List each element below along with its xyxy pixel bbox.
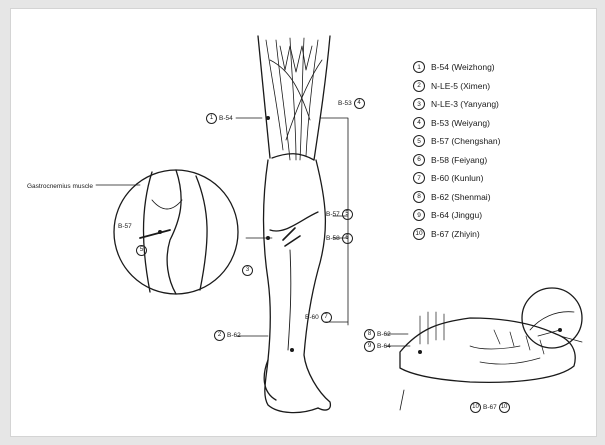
calf-outline-right [304,160,330,410]
legend-text: B-67 (Zhiyin) [431,229,480,239]
legend-item: 7 B-60 (Kunlun) [413,169,593,188]
inset-leg-3 [196,176,207,290]
legend-text: B-58 (Feiyang) [431,155,487,165]
pointer-bracket [320,118,348,325]
legend-text: B-62 (Shenmai) [431,192,491,202]
legend-number: 5 [413,135,425,147]
label-inset: B-57 [118,224,132,231]
legend-item: 9 B-64 (Jinggu) [413,206,593,225]
legend-item: 8 B-62 (Shenmai) [413,188,593,207]
label-shin-mark: 3 [242,265,255,276]
toe-inset-circle [522,288,582,348]
legend-number: 8 [413,191,425,203]
inset-leg-2 [167,170,181,294]
foot-outline [400,318,575,382]
hamstring-muscle-fibers [266,38,322,160]
legend-item: 5 B-57 (Chengshan) [413,132,593,151]
inset-leg-1 [144,172,153,292]
label-ankle-right: B-60 7 [305,312,334,323]
legend-number: 4 [413,117,425,129]
legend-text: B-57 (Chengshan) [431,136,500,146]
legend-text: B-64 (Jinggu) [431,210,482,220]
foot-texture [420,312,544,364]
legend-item: 1 B-54 (Weizhong) [413,58,593,77]
legend-item: 4 B-53 (Weiyang) [413,114,593,133]
legend-number: 6 [413,154,425,166]
label-calf-mid: B-58 6 [326,233,355,244]
label-calf-upper: B-57 5 [326,209,355,220]
legend-number: 1 [413,61,425,73]
legend-item: 3 N-LE-3 (Yanyang) [413,95,593,114]
legend-number: 3 [413,98,425,110]
knee-crease [272,154,314,160]
legend-number: 9 [413,209,425,221]
legend-text: B-60 (Kunlun) [431,173,483,183]
legend-text: N-LE-3 (Yanyang) [431,99,499,109]
gastrocnemius-muscle-label: Gastrocnemius muscle [25,183,95,191]
legend-text: N-LE-5 (Ximen) [431,81,490,91]
legend-number: 2 [413,80,425,92]
legend-item: 2 N-LE-5 (Ximen) [413,77,593,96]
achilles-line [288,250,291,350]
acupoint-legend: 1 B-54 (Weizhong) 2 N-LE-5 (Ximen) 3 N-LE-3 (… [413,58,593,243]
legend-text: B-53 (Weiyang) [431,118,490,128]
legend-item: 6 B-58 (Feiyang) [413,151,593,170]
legend-item: 10 B-67 (Zhiyin) [413,225,593,244]
label-knee-right: B-53 4 [338,98,367,109]
label-inset-num: 5 [136,245,149,256]
legend-text: B-54 (Weizhong) [431,62,495,72]
legend-number: 10 [413,228,425,240]
legend-number: 7 [413,172,425,184]
inset-circle [114,170,238,294]
